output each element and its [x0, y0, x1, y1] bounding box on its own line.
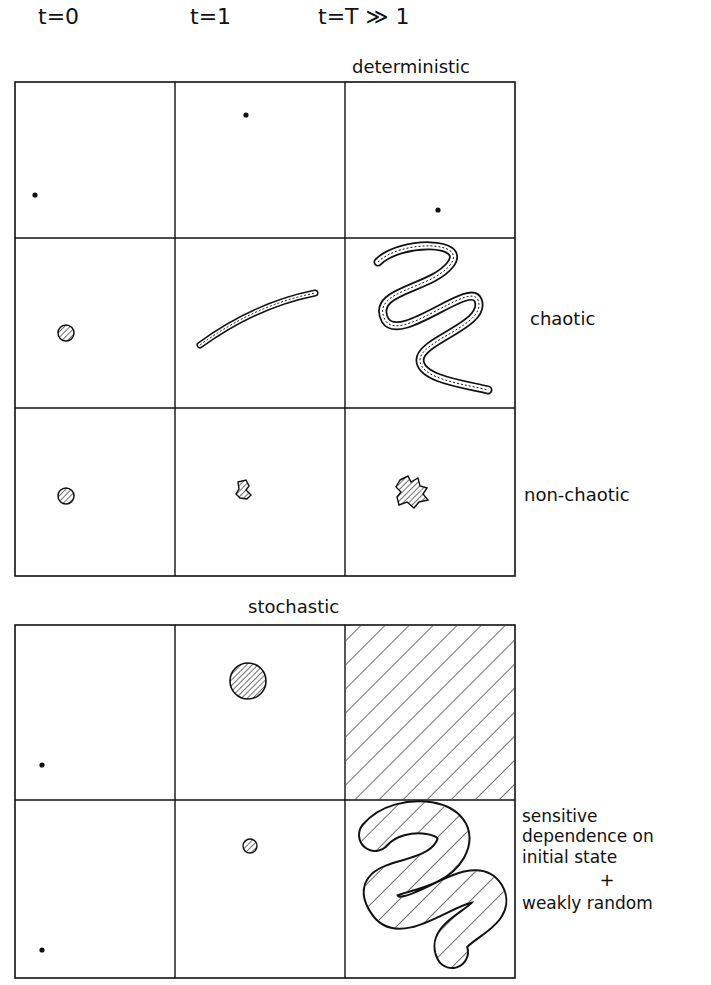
- smeared-filament: [375, 817, 490, 952]
- smeared-filament: [375, 817, 490, 952]
- initial-blob: [58, 325, 74, 341]
- deformed-blob: [396, 476, 428, 508]
- grid-line: [15, 237, 515, 238]
- section-heading: stochastic: [248, 596, 339, 618]
- grid-frame: [15, 82, 515, 576]
- state-point: [32, 192, 37, 197]
- uniform-spread: [346, 626, 514, 799]
- grid-line: [344, 625, 345, 978]
- folded-filament: [378, 246, 488, 390]
- time-label: t=1: [190, 4, 231, 30]
- state-point: [39, 947, 44, 952]
- grid-line: [174, 82, 175, 576]
- smeared-filament: [375, 817, 490, 952]
- grid-line: [344, 82, 345, 576]
- state-point: [39, 762, 44, 767]
- folded-filament: [378, 246, 488, 390]
- row-label: non-chaotic: [524, 484, 630, 506]
- state-point: [435, 207, 440, 212]
- section-heading: deterministic: [352, 56, 470, 78]
- spread-blob: [243, 839, 257, 853]
- state-point: [243, 112, 248, 117]
- stretched-blob: [200, 293, 315, 345]
- time-label: t=T ≫ 1: [318, 4, 410, 30]
- row-label: +: [522, 869, 692, 891]
- time-label: t=0: [38, 4, 79, 30]
- spread-blob: [230, 663, 266, 699]
- stretched-blob: [200, 293, 315, 345]
- row-label: sensitive dependence on initial state: [522, 806, 692, 867]
- initial-blob: [58, 488, 74, 504]
- deformed-blob: [236, 480, 251, 499]
- grid-line: [174, 625, 175, 978]
- row-label: weakly random: [522, 893, 653, 913]
- stretched-blob: [200, 293, 315, 345]
- folded-filament: [378, 246, 488, 390]
- grid-line: [15, 799, 515, 800]
- grid-frame: [15, 625, 515, 978]
- row-label: chaotic: [530, 308, 595, 330]
- grid-line: [15, 407, 515, 408]
